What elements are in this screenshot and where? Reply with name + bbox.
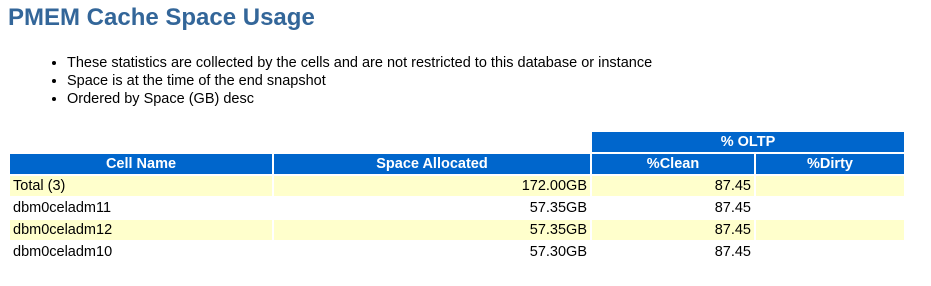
- cell-dirty: [756, 198, 904, 218]
- header-cell-name: Cell Name: [10, 154, 272, 174]
- note-item: Space is at the time of the end snapshot: [67, 72, 652, 90]
- pmem-cache-table: % OLTP Cell Name Space Allocated %Clean …: [8, 130, 906, 264]
- table-row: Total (3) 172.00GB 87.45: [10, 176, 904, 196]
- note-item: Ordered by Space (GB) desc: [67, 90, 652, 108]
- cell-clean: 87.45: [592, 198, 754, 218]
- cell-name: dbm0celadm10: [10, 242, 272, 262]
- header-oltp-group: % OLTP: [592, 132, 904, 152]
- note-item: These statistics are collected by the ce…: [67, 54, 652, 72]
- notes-list: These statistics are collected by the ce…: [27, 54, 652, 108]
- table-row: dbm0celadm12 57.35GB 87.45: [10, 220, 904, 240]
- cell-dirty: [756, 242, 904, 262]
- cell-name: dbm0celadm12: [10, 220, 272, 240]
- cell-name: Total (3): [10, 176, 272, 196]
- cell-clean: 87.45: [592, 242, 754, 262]
- table-row: dbm0celadm10 57.30GB 87.45: [10, 242, 904, 262]
- cell-space: 57.30GB: [274, 242, 590, 262]
- group-header-row: % OLTP: [10, 132, 904, 152]
- header-space-allocated: Space Allocated: [274, 154, 590, 174]
- cell-clean: 87.45: [592, 220, 754, 240]
- header-clean: %Clean: [592, 154, 754, 174]
- cell-name: dbm0celadm11: [10, 198, 272, 218]
- cell-dirty: [756, 220, 904, 240]
- cell-space: 57.35GB: [274, 220, 590, 240]
- table-row: dbm0celadm11 57.35GB 87.45: [10, 198, 904, 218]
- page-title: PMEM Cache Space Usage: [8, 4, 315, 31]
- header-dirty: %Dirty: [756, 154, 904, 174]
- cell-space: 172.00GB: [274, 176, 590, 196]
- cell-clean: 87.45: [592, 176, 754, 196]
- header-spacer: [10, 132, 272, 152]
- column-header-row: Cell Name Space Allocated %Clean %Dirty: [10, 154, 904, 174]
- header-spacer: [274, 132, 590, 152]
- cell-dirty: [756, 176, 904, 196]
- cell-space: 57.35GB: [274, 198, 590, 218]
